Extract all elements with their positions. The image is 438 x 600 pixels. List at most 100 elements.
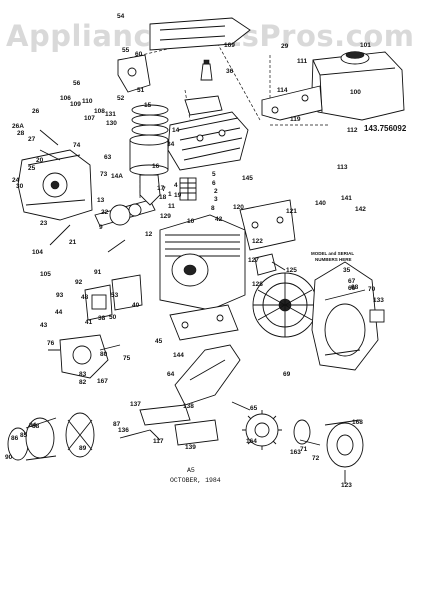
part-label-65: 65 xyxy=(250,405,258,412)
part-label-48: 48 xyxy=(81,294,89,301)
flywheel xyxy=(252,272,318,338)
spark-plug xyxy=(200,59,213,81)
part-label-8: 8 xyxy=(211,205,215,212)
part-label-16: 16 xyxy=(152,163,160,170)
part-label-45: 45 xyxy=(155,338,163,345)
bearing xyxy=(293,419,311,445)
part-label-43: 43 xyxy=(40,322,48,329)
engine-line-art xyxy=(7,17,405,484)
part-label-119: 119 xyxy=(290,116,301,123)
part-label-110: 110 xyxy=(82,98,93,105)
cylinder-block xyxy=(159,214,246,311)
part-label-131: 131 xyxy=(105,111,116,118)
part-label-42: 42 xyxy=(215,216,223,223)
part-label-91: 91 xyxy=(94,269,102,276)
part-label-169: 169 xyxy=(224,42,235,49)
part-label-44: 44 xyxy=(55,309,63,316)
part-label-28: 28 xyxy=(17,130,25,137)
bracket-51 xyxy=(117,54,151,93)
part-label-13: 13 xyxy=(97,197,105,204)
part-label-100: 100 xyxy=(350,89,361,96)
part-label-25: 25 xyxy=(28,165,36,172)
part-label-3: 3 xyxy=(214,196,218,203)
part-label-120: 120 xyxy=(233,204,244,211)
part-label-35: 35 xyxy=(343,267,351,274)
part-label-108: 108 xyxy=(94,108,105,115)
part-label-109: 109 xyxy=(70,101,81,108)
intake-gaskets xyxy=(84,274,143,321)
part-label-89: 89 xyxy=(79,445,87,452)
part-label-9: 9 xyxy=(99,224,103,231)
part-label-101: 101 xyxy=(360,42,371,49)
part-label-87: 87 xyxy=(113,421,121,428)
model-number: 143.756092 xyxy=(364,124,407,133)
part-label-7: 7 xyxy=(162,186,166,193)
part-label-141: 141 xyxy=(341,195,352,202)
part-label-127: 127 xyxy=(248,257,259,264)
part-label-123: 123 xyxy=(341,482,352,489)
part-label-1: 1 xyxy=(168,191,172,198)
part-label-164: 164 xyxy=(246,438,257,445)
part-label-56: 56 xyxy=(73,80,81,87)
part-label-23: 23 xyxy=(40,220,48,227)
part-label-138: 138 xyxy=(183,403,194,410)
part-label-73: 73 xyxy=(100,171,108,178)
crankcase-cover xyxy=(17,149,93,221)
part-label-76: 76 xyxy=(47,340,55,347)
piston xyxy=(129,134,169,176)
tank-bracket xyxy=(261,85,323,121)
part-label-29: 29 xyxy=(281,43,289,50)
part-label-106: 106 xyxy=(60,95,71,102)
part-label-55: 55 xyxy=(122,47,130,54)
part-label-15: 15 xyxy=(144,102,152,109)
footer-code: A5 xyxy=(187,467,195,474)
piston-rings xyxy=(131,104,169,136)
part-label-22: 22 xyxy=(101,209,109,216)
carburetor xyxy=(48,334,121,379)
part-label-163: 163 xyxy=(290,449,301,456)
part-label-75: 75 xyxy=(123,355,131,362)
part-label-129: 129 xyxy=(160,213,171,220)
part-label-64: 64 xyxy=(167,371,175,378)
part-label-71: 71 xyxy=(300,446,308,453)
part-label-52: 52 xyxy=(117,95,125,102)
lower-shroud xyxy=(174,344,241,406)
footer-date: OCTOBER, 1984 xyxy=(170,477,221,484)
connecting-rod xyxy=(139,174,161,206)
ignition-coil xyxy=(254,253,286,276)
part-label-19: 19 xyxy=(174,192,182,199)
part-label-26: 26 xyxy=(32,108,40,115)
part-label-54: 54 xyxy=(117,13,125,20)
part-label-41: 41 xyxy=(85,319,93,326)
serial-note-line-1: MODEL and SERIAL xyxy=(311,251,354,256)
part-label-70: 70 xyxy=(368,286,376,293)
part-label-14: 14 xyxy=(172,127,180,134)
blower-back-plate xyxy=(239,199,296,251)
part-label-86: 86 xyxy=(11,435,19,442)
part-label-53: 53 xyxy=(111,292,119,299)
part-label-145: 145 xyxy=(242,175,253,182)
valve-springs xyxy=(179,177,197,201)
label-plate xyxy=(369,309,385,323)
part-label-27: 27 xyxy=(28,136,36,143)
blower-housing-plate xyxy=(149,17,251,51)
part-label-5: 5 xyxy=(212,171,216,178)
part-label-117: 117 xyxy=(153,438,164,445)
part-label-24: 24 xyxy=(12,177,20,184)
rocker-plate xyxy=(184,95,223,116)
gear xyxy=(242,410,282,450)
part-label-18: 18 xyxy=(159,194,167,201)
part-label-121: 121 xyxy=(286,208,297,215)
part-label-90: 90 xyxy=(5,454,13,461)
part-label-139: 139 xyxy=(185,444,196,451)
part-label-92: 92 xyxy=(75,279,83,286)
base-plate xyxy=(169,304,239,341)
part-label-40: 40 xyxy=(132,302,140,309)
part-label-38: 38 xyxy=(98,315,106,322)
part-label-107: 107 xyxy=(84,115,95,122)
crankshaft xyxy=(94,199,156,227)
part-label-4: 4 xyxy=(174,182,178,189)
part-label-74: 74 xyxy=(73,142,81,149)
part-label-137: 137 xyxy=(130,401,141,408)
part-label-34: 34 xyxy=(167,141,175,148)
